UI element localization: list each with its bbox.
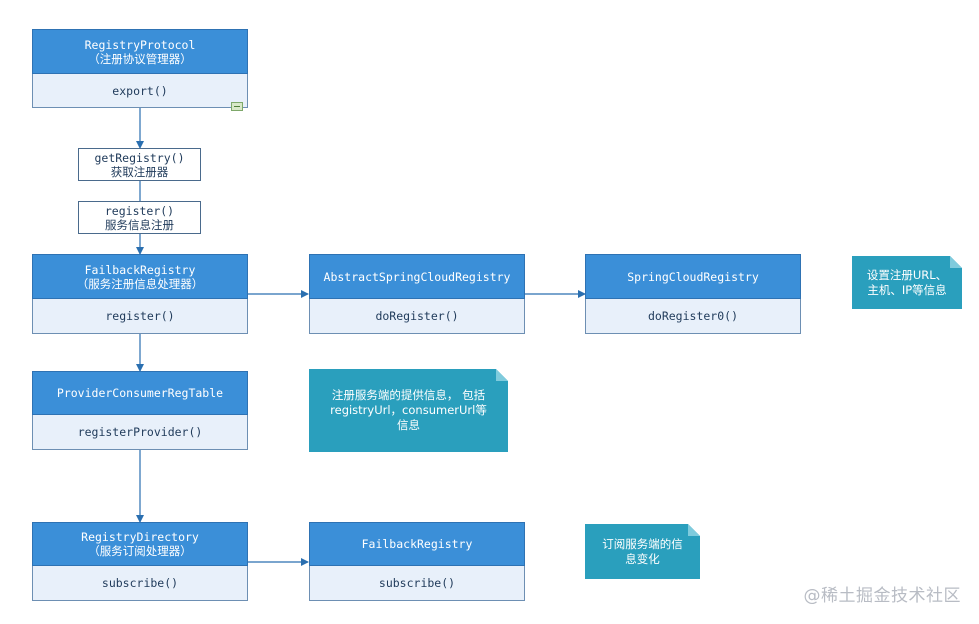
register-step: register() 服务信息注册	[78, 201, 201, 234]
note-set-url-line1: 设置注册URL、	[866, 267, 948, 282]
registry-protocol-method: export()	[112, 83, 168, 98]
note-provider-info: 注册服务端的提供信息， 包括 registryUrl，consumerUrl等 …	[309, 369, 508, 452]
note-subscribe-change-line1: 订阅服务端的信	[602, 536, 683, 551]
registry-directory-subtitle: （服务订阅处理器）	[88, 544, 192, 558]
spring-cloud-registry-node: SpringCloudRegistry doRegister0()	[585, 254, 801, 334]
provider-consumer-reg-table-node: ProviderConsumerRegTable registerProvide…	[32, 371, 248, 450]
note-provider-info-line2: registryUrl，consumerUrl等	[330, 403, 487, 417]
watermark: @稀土掘金技术社区	[803, 586, 961, 606]
spring-cloud-registry-title: SpringCloudRegistry	[627, 269, 759, 284]
spring-cloud-registry-body: doRegister0()	[585, 299, 801, 334]
failback-registry-subscribe-title: FailbackRegistry	[361, 537, 473, 551]
failback-registry-subscribe-body: subscribe()	[309, 566, 525, 601]
registry-directory-body: subscribe()	[32, 566, 248, 601]
failback-registry-subscribe-node: FailbackRegistry subscribe()	[309, 522, 525, 601]
get-registry-step-method: getRegistry()	[94, 150, 185, 165]
register-step-method: register()	[104, 203, 175, 218]
failback-registry-subscribe-header: FailbackRegistry	[309, 522, 525, 566]
provider-consumer-reg-table-header: ProviderConsumerRegTable	[32, 371, 248, 415]
registry-directory-title: RegistryDirectory	[81, 530, 199, 544]
spring-cloud-registry-method: doRegister0()	[647, 309, 738, 323]
failback-registry-title: FailbackRegistry	[84, 262, 196, 277]
get-registry-step: getRegistry() 获取注册器	[78, 148, 201, 181]
registry-protocol-title: RegistryProtocol	[84, 37, 196, 52]
note-subscribe-change: 订阅服务端的信 息变化	[585, 524, 700, 579]
failback-registry-subtitle: （服务注册信息处理器）	[76, 276, 204, 291]
failback-registry-method: register()	[105, 309, 175, 323]
note-set-url-line2: 主机、IP等信息	[867, 282, 947, 297]
note-provider-info-line3: 信息	[397, 418, 420, 432]
failback-registry-subscribe-method: subscribe()	[378, 576, 456, 590]
expand-collapse-icon[interactable]	[231, 102, 243, 111]
provider-consumer-reg-table-method: registerProvider()	[77, 425, 203, 439]
registry-directory-method: subscribe()	[101, 576, 179, 590]
registry-protocol-node: RegistryProtocol （注册协议管理器） export()	[32, 29, 248, 108]
abstract-spring-cloud-registry-title: AbstractSpringCloudRegistry	[323, 269, 511, 284]
abstract-spring-cloud-registry-header: AbstractSpringCloudRegistry	[309, 254, 525, 299]
registry-protocol-header: RegistryProtocol （注册协议管理器）	[32, 29, 248, 74]
note-provider-info-line1: 注册服务端的提供信息， 包括	[331, 388, 486, 402]
note-subscribe-change-line2: 息变化	[625, 551, 660, 566]
failback-registry-header: FailbackRegistry （服务注册信息处理器）	[32, 254, 248, 299]
provider-consumer-reg-table-body: registerProvider()	[32, 415, 248, 450]
registry-protocol-subtitle: （注册协议管理器）	[88, 51, 192, 66]
registry-directory-header: RegistryDirectory （服务订阅处理器）	[32, 522, 248, 566]
abstract-spring-cloud-registry-node: AbstractSpringCloudRegistry doRegister()	[309, 254, 525, 334]
register-step-label: 服务信息注册	[105, 217, 174, 232]
failback-registry-node: FailbackRegistry （服务注册信息处理器） register()	[32, 254, 248, 334]
get-registry-step-label: 获取注册器	[110, 164, 169, 179]
failback-registry-body: register()	[32, 299, 248, 334]
abstract-spring-cloud-registry-method: doRegister()	[375, 309, 459, 323]
abstract-spring-cloud-registry-body: doRegister()	[309, 299, 525, 334]
registry-protocol-body: export()	[32, 74, 248, 108]
spring-cloud-registry-header: SpringCloudRegistry	[585, 254, 801, 299]
note-set-url: 设置注册URL、 主机、IP等信息	[852, 256, 962, 309]
provider-consumer-reg-table-title: ProviderConsumerRegTable	[56, 386, 224, 400]
registry-directory-node: RegistryDirectory （服务订阅处理器） subscribe()	[32, 522, 248, 601]
